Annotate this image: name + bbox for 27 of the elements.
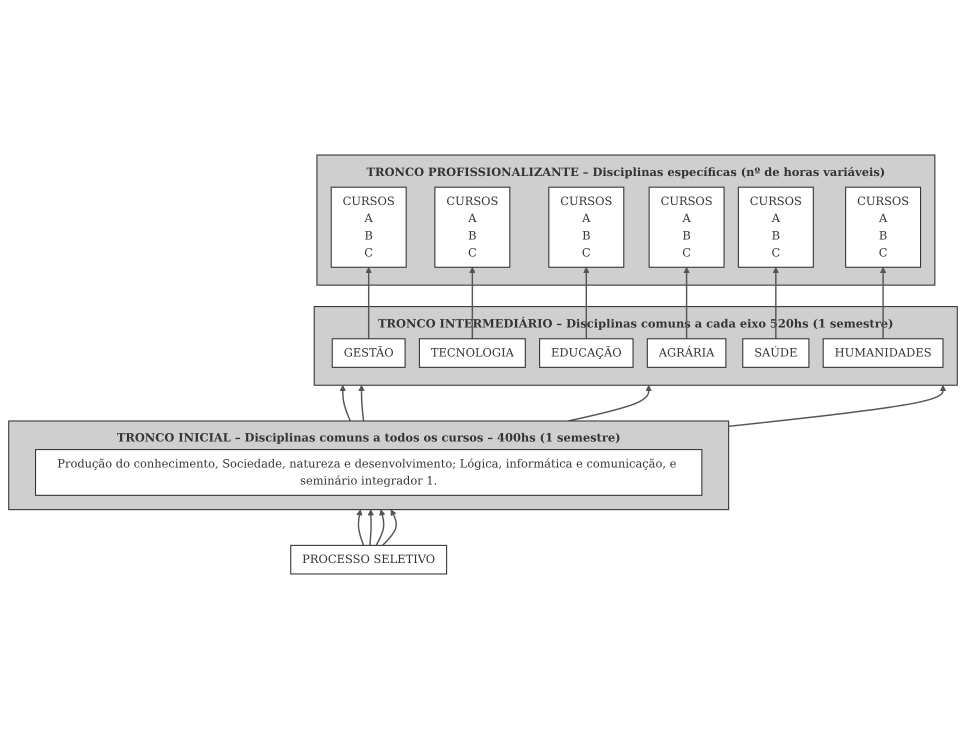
node-box: HUMANIDADES [822,338,944,368]
node-box: SAÚDE [742,338,810,368]
arrow [469,266,476,339]
arrow [382,509,398,546]
arrow [728,384,946,428]
arrow [772,266,779,339]
arrow [880,266,886,339]
node-box: AGRÁRIA [646,338,726,368]
arrow [358,384,365,422]
node-box: CURSOS A B C [738,186,814,268]
node-box: CURSOS A B C [330,186,407,268]
arrow [366,266,372,339]
arrow [376,509,386,546]
arrow [356,509,364,546]
node-box: EDUCAÇÃO [539,338,634,368]
node-box: CURSOS A B C [434,186,510,268]
node-box: Produção do conhecimento, Sociedade, natureza e desenvolvimento; Lógica, informática e comunicação, e seminário integrador 1. [35,449,702,496]
arrow [368,509,374,546]
node-box: TECNOLOGIA [418,338,526,368]
node-box: CURSOS A B C [548,186,624,268]
arrow [583,266,590,339]
node-box: CURSOS A B C [648,186,725,268]
arrow [683,266,690,339]
node-box: CURSOS A B C [845,186,922,268]
arrow [340,384,351,422]
node-box: PROCESSO SELETIVO [290,544,448,574]
node-box: GESTÃO [332,338,406,368]
